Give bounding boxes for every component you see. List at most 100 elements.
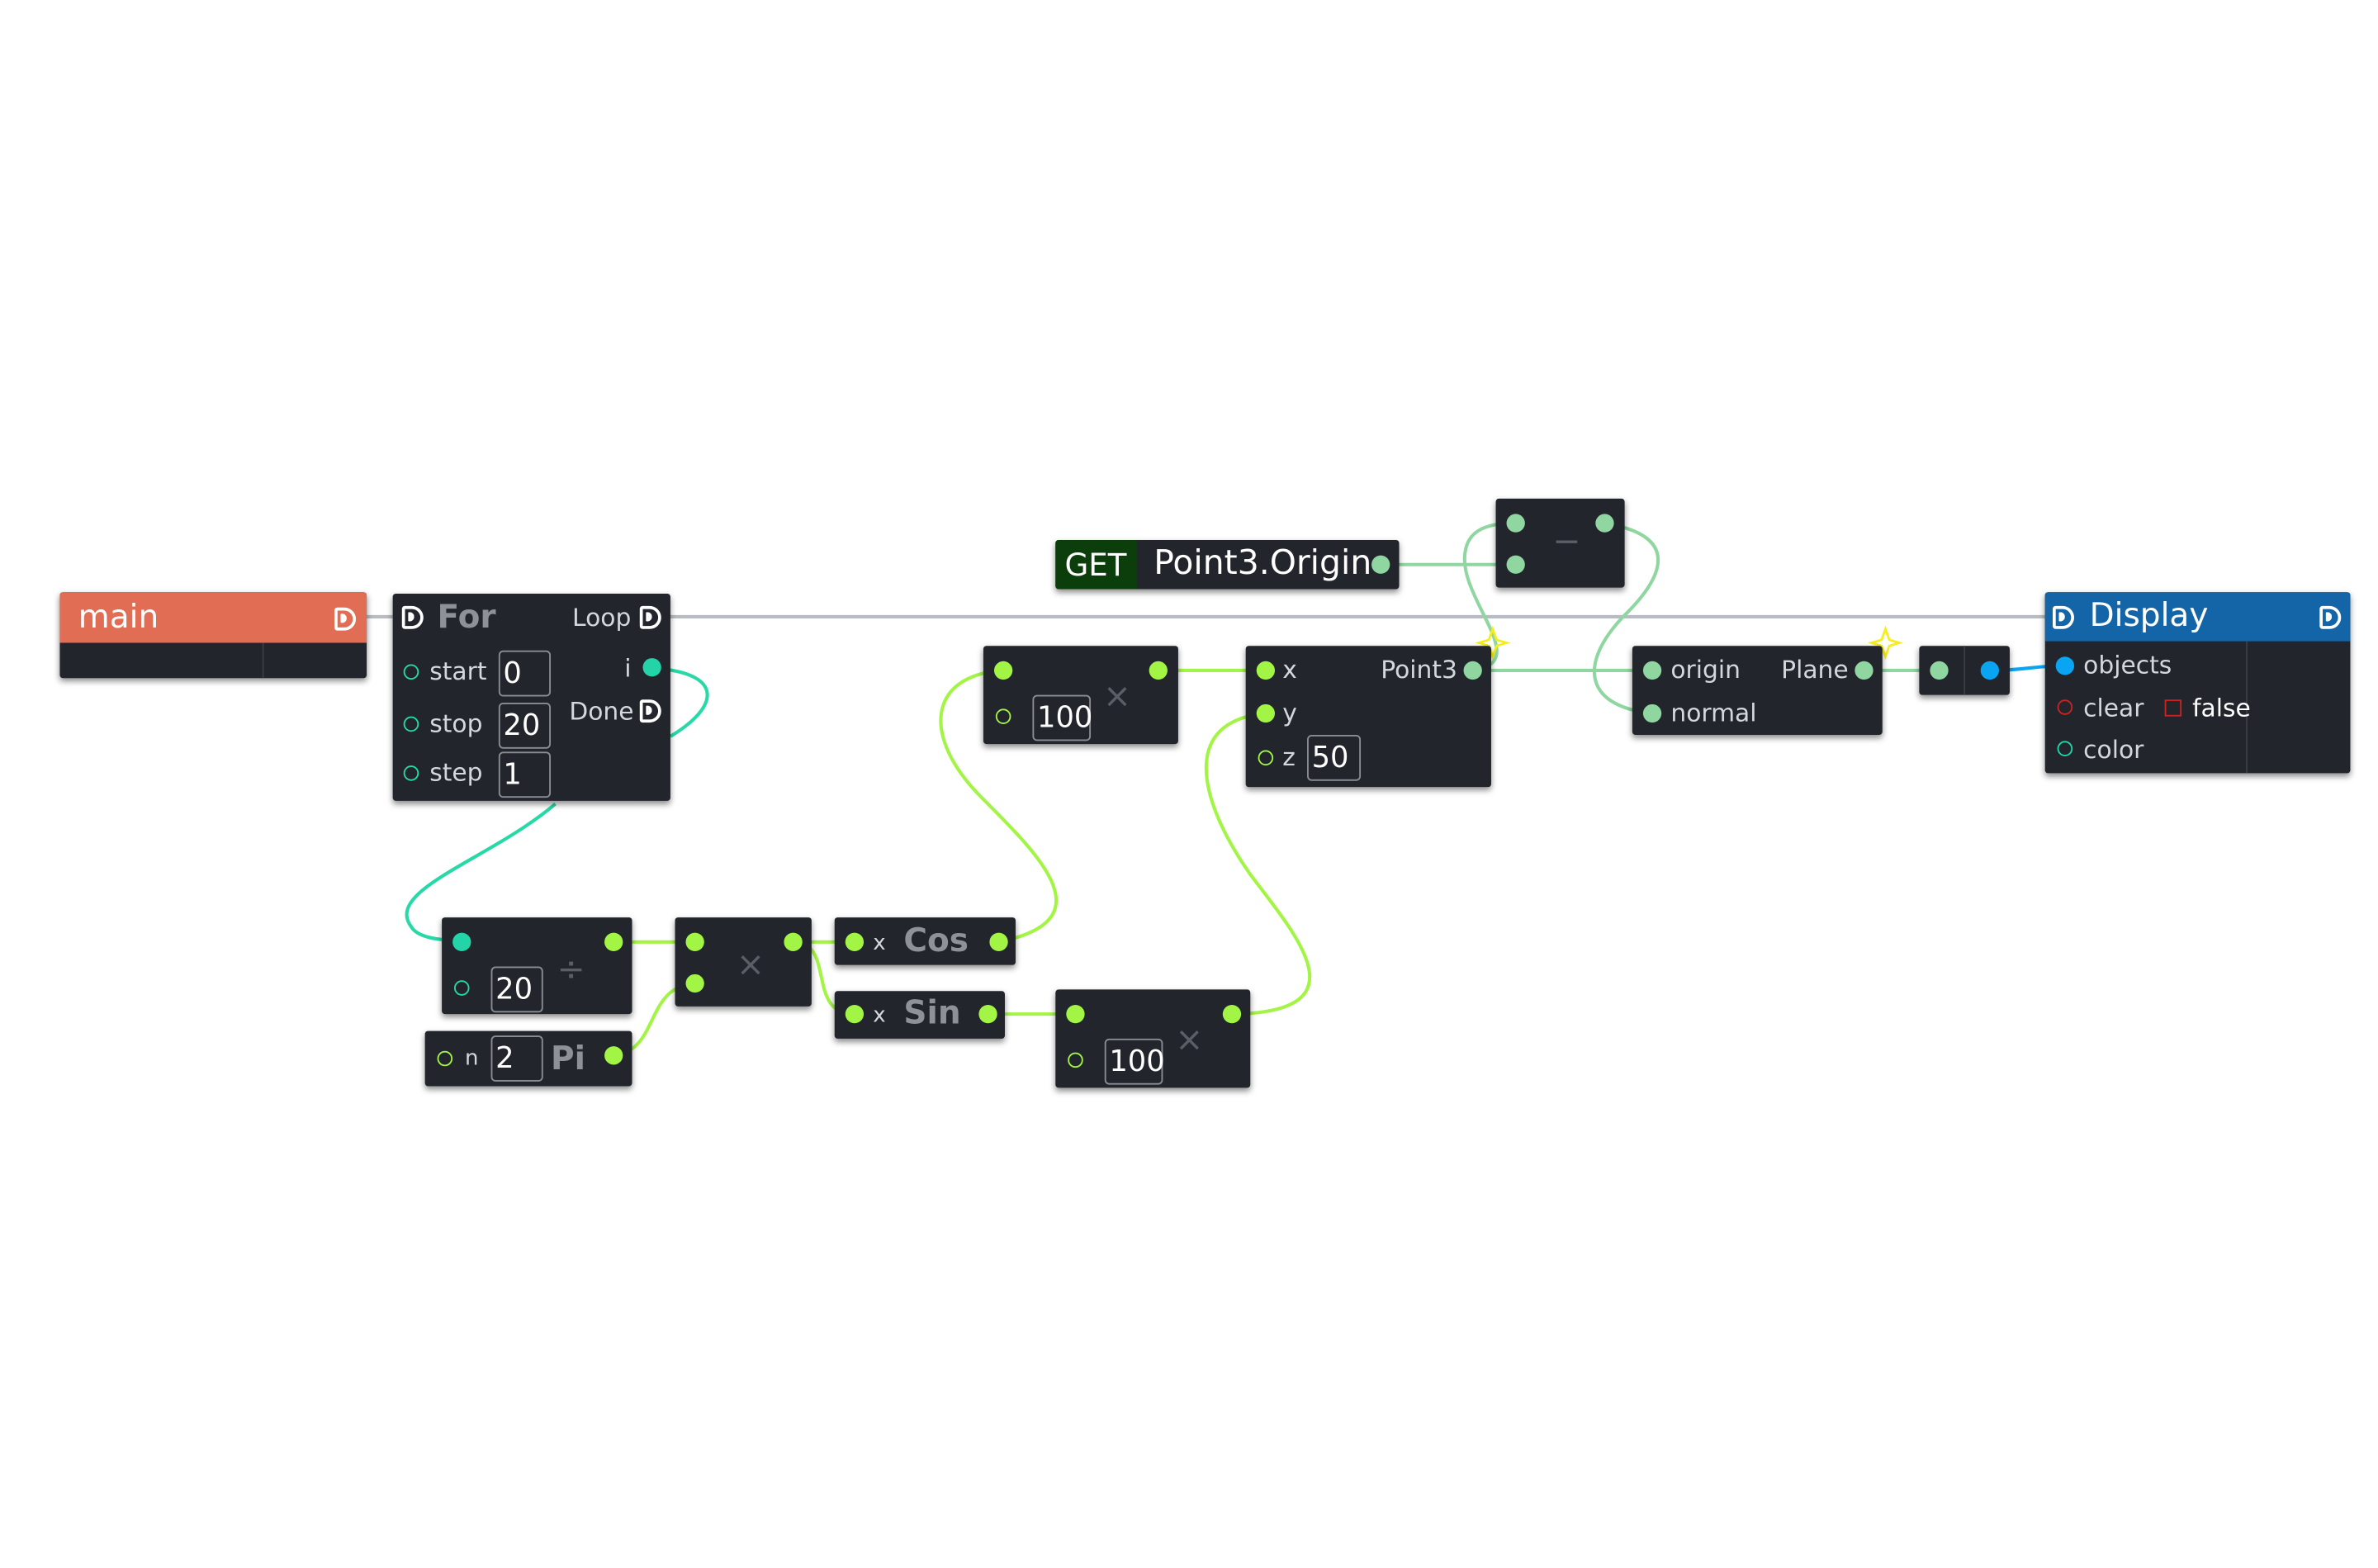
multiply-cos-node[interactable]: 100 × bbox=[983, 646, 1178, 745]
pi-n-label: n bbox=[464, 1046, 479, 1071]
mul-cos-operator: × bbox=[1102, 678, 1132, 717]
stop-pin[interactable] bbox=[403, 716, 419, 732]
divide-divisor-pin[interactable] bbox=[453, 980, 470, 996]
point3-y-pin[interactable] bbox=[1256, 703, 1275, 723]
display-node[interactable]: Display objects clear false color bbox=[2044, 592, 2351, 774]
pi-out-pin[interactable] bbox=[604, 1046, 623, 1065]
main-node[interactable]: main bbox=[59, 592, 367, 679]
divide-node[interactable]: 20 ÷ bbox=[442, 917, 632, 1015]
plane-out-pin[interactable] bbox=[1855, 661, 1874, 680]
plane-normal-pin[interactable] bbox=[1642, 703, 1662, 723]
done-exec-icon[interactable] bbox=[639, 699, 661, 723]
divide-operator: ÷ bbox=[557, 950, 585, 990]
wire-point3-to-subtract bbox=[1462, 521, 1516, 672]
point3-x-pin[interactable] bbox=[1256, 661, 1275, 680]
subtract-operator: − bbox=[1552, 523, 1581, 562]
get-origin-node[interactable]: GET Point3.Origin bbox=[1055, 540, 1400, 590]
divide-out-pin[interactable] bbox=[604, 932, 623, 951]
loop-exec-icon[interactable] bbox=[639, 605, 661, 629]
sin-x-label: x bbox=[873, 1003, 886, 1028]
step-label: step bbox=[429, 757, 483, 788]
display-title: Display bbox=[2089, 596, 2209, 634]
display-clear-value: false bbox=[2192, 693, 2251, 723]
wire-mul100-to-point3y bbox=[1204, 711, 1312, 1016]
mul-sin-operator: × bbox=[1175, 1021, 1204, 1060]
get-name: Point3.Origin bbox=[1153, 544, 1372, 584]
mul-cos-in-pin[interactable] bbox=[993, 661, 1013, 680]
subtract-in-b-pin[interactable] bbox=[1506, 555, 1525, 574]
display-color-label: color bbox=[2083, 734, 2144, 765]
display-exec-in-icon[interactable] bbox=[2053, 605, 2075, 629]
mul-pi-out-pin[interactable] bbox=[784, 932, 803, 951]
for-node[interactable]: For Loop start 0 i stop 20 Done step 1 bbox=[392, 594, 670, 801]
sin-out-pin[interactable] bbox=[978, 1004, 997, 1024]
exec-out-icon[interactable] bbox=[334, 607, 357, 631]
subtract-out-pin[interactable] bbox=[1595, 514, 1614, 533]
wire-subtract-to-plane bbox=[1593, 521, 1660, 716]
get-badge bbox=[1055, 540, 1137, 590]
start-pin[interactable] bbox=[403, 664, 419, 680]
plane-origin-pin[interactable] bbox=[1642, 661, 1662, 680]
plane-output-label: Plane bbox=[1781, 655, 1849, 685]
sin-node[interactable]: x Sin bbox=[834, 991, 1005, 1039]
display-objects-label: objects bbox=[2083, 650, 2172, 680]
cast-node[interactable] bbox=[1919, 646, 2010, 695]
pi-node[interactable]: n 2 Pi bbox=[424, 1030, 632, 1087]
display-objects-pin[interactable] bbox=[2055, 656, 2075, 675]
multiply-sin-node[interactable]: 100 × bbox=[1055, 989, 1251, 1088]
stop-field[interactable]: 20 bbox=[498, 702, 552, 749]
cast-in-pin[interactable] bbox=[1930, 661, 1949, 680]
cast-divider bbox=[1964, 646, 1966, 695]
display-color-pin[interactable] bbox=[2057, 741, 2073, 756]
cos-node[interactable]: x Cos bbox=[834, 917, 1016, 965]
plane-normal-label: normal bbox=[1670, 698, 1757, 727]
step-field[interactable]: 1 bbox=[498, 751, 552, 798]
point3-node[interactable]: x Point3 y z 50 bbox=[1245, 646, 1491, 788]
i-label: i bbox=[624, 653, 632, 683]
display-divider bbox=[2246, 641, 2248, 774]
mul-cos-factor-field[interactable]: 100 bbox=[1032, 694, 1092, 741]
display-clear-pin[interactable] bbox=[2057, 699, 2073, 715]
main-divider bbox=[262, 642, 264, 679]
start-field[interactable]: 0 bbox=[498, 650, 552, 697]
cast-out-pin[interactable] bbox=[1980, 661, 1999, 680]
multiply-pi-node[interactable]: × bbox=[675, 917, 812, 1007]
wire-for-to-divide bbox=[405, 803, 557, 942]
step-pin[interactable] bbox=[403, 765, 419, 781]
mul-pi-in-a-pin[interactable] bbox=[685, 932, 704, 951]
mul-pi-in-b-pin[interactable] bbox=[685, 973, 704, 993]
point3-out-pin[interactable] bbox=[1463, 661, 1482, 680]
wire-for-i-to-divide bbox=[661, 667, 709, 738]
mul-sin-out-pin[interactable] bbox=[1222, 1004, 1242, 1024]
i-pin[interactable] bbox=[642, 658, 661, 677]
divide-in-pin[interactable] bbox=[452, 932, 471, 951]
cos-out-pin[interactable] bbox=[989, 932, 1008, 951]
pi-title: Pi bbox=[551, 1040, 586, 1078]
mul-sin-factor-field[interactable]: 100 bbox=[1104, 1038, 1165, 1085]
display-clear-checkbox[interactable] bbox=[2164, 699, 2182, 717]
point3-z-pin[interactable] bbox=[1258, 750, 1274, 766]
mul-pi-operator: × bbox=[736, 946, 765, 985]
subtract-in-a-pin[interactable] bbox=[1506, 514, 1525, 533]
point3-y-label: y bbox=[1282, 698, 1297, 727]
point3-z-label: z bbox=[1282, 742, 1296, 772]
display-exec-out-icon[interactable] bbox=[2319, 605, 2342, 629]
divide-divisor-field[interactable]: 20 bbox=[490, 966, 543, 1013]
cos-in-pin[interactable] bbox=[845, 932, 865, 951]
mul-cos-out-pin[interactable] bbox=[1149, 661, 1168, 680]
display-clear-label: clear bbox=[2083, 693, 2144, 723]
exec-in-icon[interactable] bbox=[401, 605, 424, 629]
pi-n-pin[interactable] bbox=[437, 1050, 453, 1067]
point3-z-field[interactable]: 50 bbox=[1307, 734, 1362, 781]
mul-sin-factor-pin[interactable] bbox=[1068, 1052, 1083, 1068]
mul-sin-in-pin[interactable] bbox=[1066, 1004, 1085, 1024]
sin-in-pin[interactable] bbox=[845, 1004, 865, 1024]
mul-cos-factor-pin[interactable] bbox=[995, 708, 1011, 724]
origin-out-pin[interactable] bbox=[1371, 555, 1390, 574]
subtract-node[interactable]: − bbox=[1495, 498, 1625, 588]
pi-n-field[interactable]: 2 bbox=[490, 1035, 543, 1082]
plane-node[interactable]: origin Plane normal bbox=[1632, 646, 1883, 735]
get-label: GET bbox=[1064, 546, 1127, 584]
cos-title: Cos bbox=[903, 921, 969, 959]
